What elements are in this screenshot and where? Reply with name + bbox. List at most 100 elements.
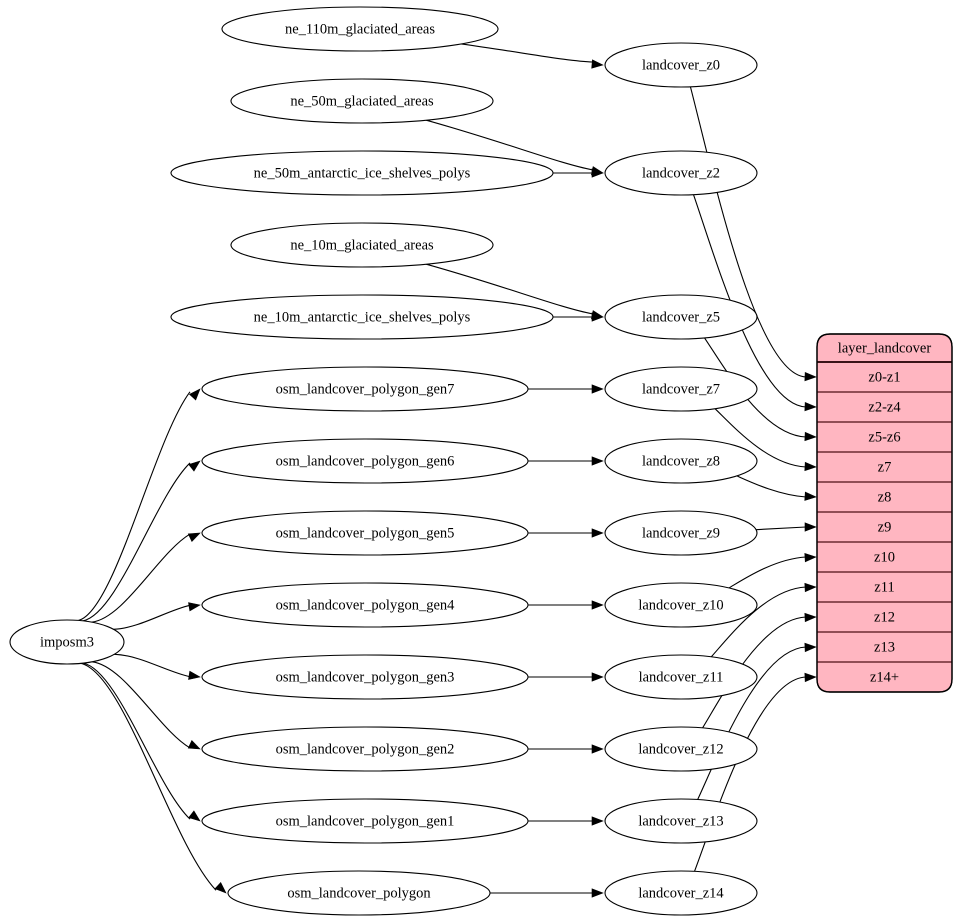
node-ne_110m_glaciated_areas[interactable]: ne_110m_glaciated_areas	[221, 6, 499, 52]
node-label-osm_landcover_polygon_gen4: osm_landcover_polygon_gen4	[276, 597, 456, 613]
node-ellipse-landcover_z11	[604, 654, 758, 700]
edge-imposm3-to-osm_landcover_polygon_gen6	[82, 462, 191, 622]
node-ellipse-ne_10m_antarctic_ice_shelves_polys	[170, 294, 554, 340]
layer-table-row-label-z14+: z14+	[870, 669, 899, 685]
node-layer: imposm3 ne_110m_glaciated_areas ne_50m_gla…	[9, 6, 758, 916]
layer-table-row-z8[interactable]: z8	[817, 482, 952, 512]
node-label-ne_50m_antarctic_ice_shelves_polys: ne_50m_antarctic_ice_shelves_polys	[254, 165, 471, 181]
node-label-landcover_z5: landcover_z5	[642, 309, 720, 325]
edge-landcover_z0-to-table-z0-z1-arrowhead	[804, 371, 817, 382]
node-label-landcover_z10: landcover_z10	[638, 597, 723, 613]
layer-table-row-z13[interactable]: z13	[817, 632, 952, 662]
layer-table-row-z10[interactable]: z10	[817, 542, 952, 572]
node-ellipse-osm_landcover_polygon_gen3	[201, 654, 529, 700]
edge-landcover_z12-to-table-z12	[702, 616, 807, 729]
edge-imposm3-to-osm_landcover_polygon_gen6-arrowhead	[188, 460, 201, 472]
node-ellipse-imposm3	[9, 619, 125, 665]
edge-landcover_z13-to-table-z13	[697, 646, 807, 800]
edge-imposm3-to-osm_landcover_polygon_gen1-arrowhead	[188, 810, 201, 822]
node-landcover_z13[interactable]: landcover_z13	[604, 798, 758, 844]
edge-landcover_z12-to-table-z12-arrowhead	[804, 612, 817, 623]
layer-table-row-label-z11: z11	[874, 579, 894, 595]
node-label-landcover_z12: landcover_z12	[638, 741, 723, 757]
edge-osm_landcover_polygon_gen3-to-landcover_z11-arrowhead	[591, 672, 604, 682]
edge-ne_110m_glaciated_areas-to-landcover_z0	[461, 43, 594, 63]
edge-landcover_z14-to-table-z14+-arrowhead	[804, 672, 817, 683]
node-landcover_z12[interactable]: landcover_z12	[604, 726, 758, 772]
layer-table-row-z0-z1[interactable]: z0-z1	[817, 362, 952, 392]
layer-table-row-label-z2-z4: z2-z4	[868, 399, 901, 415]
node-osm_landcover_polygon_gen5[interactable]: osm_landcover_polygon_gen5	[201, 510, 529, 556]
layer-table-outline	[816, 333, 953, 693]
node-label-ne_10m_glaciated_areas: ne_10m_glaciated_areas	[290, 237, 434, 253]
layer-table-row-z12[interactable]: z12	[817, 602, 952, 632]
node-osm_landcover_polygon_gen2[interactable]: osm_landcover_polygon_gen2	[201, 726, 529, 772]
layer-table-row-z9[interactable]: z9	[817, 512, 952, 542]
node-ne_10m_antarctic_ice_shelves_polys[interactable]: ne_10m_antarctic_ice_shelves_polys	[170, 294, 554, 340]
node-label-landcover_z0: landcover_z0	[642, 57, 720, 73]
layer-table-row-z7[interactable]: z7	[817, 452, 952, 482]
node-ne_50m_glaciated_areas[interactable]: ne_50m_glaciated_areas	[230, 78, 494, 124]
node-ellipse-osm_landcover_polygon_gen5	[201, 510, 529, 556]
edge-landcover_z5-to-table-z5-z6-arrowhead	[804, 431, 817, 442]
edge-osm_landcover_polygon-to-landcover_z14-arrowhead	[591, 888, 604, 898]
node-ellipse-landcover_z10	[604, 582, 758, 628]
node-landcover_z8[interactable]: landcover_z8	[604, 438, 758, 484]
node-ellipse-osm_landcover_polygon_gen4	[201, 582, 529, 628]
node-osm_landcover_polygon[interactable]: osm_landcover_polygon	[227, 870, 491, 916]
node-osm_landcover_polygon_gen7[interactable]: osm_landcover_polygon_gen7	[201, 366, 529, 412]
layer-table-row-label-z0-z1: z0-z1	[868, 369, 900, 385]
layer-table-row-label-z7: z7	[878, 459, 892, 475]
node-label-landcover_z8: landcover_z8	[642, 453, 720, 469]
node-label-osm_landcover_polygon_gen5: osm_landcover_polygon_gen5	[276, 525, 455, 541]
layer-table-row-z2-z4[interactable]: z2-z4	[817, 392, 952, 422]
edge-ne_10m_glaciated_areas-to-landcover_z5	[426, 263, 594, 315]
node-osm_landcover_polygon_gen1[interactable]: osm_landcover_polygon_gen1	[201, 798, 529, 844]
layer-table-row-z14+[interactable]: z14+	[817, 662, 952, 692]
node-ne_50m_antarctic_ice_shelves_polys[interactable]: ne_50m_antarctic_ice_shelves_polys	[170, 150, 554, 196]
node-ellipse-osm_landcover_polygon_gen7	[201, 366, 529, 412]
node-ellipse-landcover_z7	[604, 366, 758, 412]
node-ellipse-landcover_z13	[604, 798, 758, 844]
node-landcover_z5[interactable]: landcover_z5	[604, 294, 758, 340]
edge-landcover_z14-to-table-z14+	[694, 676, 807, 872]
node-ellipse-ne_110m_glaciated_areas	[221, 6, 499, 52]
node-ellipse-landcover_z12	[604, 726, 758, 772]
node-ne_10m_glaciated_areas[interactable]: ne_10m_glaciated_areas	[230, 222, 494, 268]
node-ellipse-landcover_z9	[604, 510, 758, 556]
node-landcover_z0[interactable]: landcover_z0	[604, 42, 758, 88]
node-landcover_z11[interactable]: landcover_z11	[604, 654, 758, 700]
edge-imposm3-to-osm_landcover_polygon_gen4-arrowhead	[188, 602, 201, 612]
layer-table-row-z11[interactable]: z11	[817, 572, 952, 602]
edge-ne_50m_antarctic_ice_shelves_polys-to-landcover_z2-arrowhead	[591, 168, 604, 178]
node-osm_landcover_polygon_gen4[interactable]: osm_landcover_polygon_gen4	[201, 582, 529, 628]
layer-table-row-z5-z6[interactable]: z5-z6	[817, 422, 952, 452]
node-osm_landcover_polygon_gen6[interactable]: osm_landcover_polygon_gen6	[201, 438, 529, 484]
edge-imposm3-to-osm_landcover_polygon_gen4	[113, 604, 191, 630]
layer-table-row-label-z10: z10	[874, 549, 895, 565]
node-landcover_z7[interactable]: landcover_z7	[604, 366, 758, 412]
edge-imposm3-to-osm_landcover_polygon_gen2-arrowhead	[187, 740, 201, 750]
node-label-osm_landcover_polygon_gen3: osm_landcover_polygon_gen3	[276, 669, 455, 685]
node-landcover_z10[interactable]: landcover_z10	[604, 582, 758, 628]
edge-landcover_z11-to-table-z11-arrowhead	[804, 582, 817, 593]
edge-osm_landcover_polygon_gen6-to-landcover_z8-arrowhead	[591, 456, 604, 466]
node-imposm3[interactable]: imposm3	[9, 619, 125, 665]
node-label-imposm3: imposm3	[40, 634, 94, 650]
edge-ne_10m_antarctic_ice_shelves_polys-to-landcover_z5-arrowhead	[591, 312, 604, 322]
node-osm_landcover_polygon_gen3[interactable]: osm_landcover_polygon_gen3	[201, 654, 529, 700]
edge-osm_landcover_polygon_gen7-to-landcover_z7-arrowhead	[591, 384, 604, 394]
node-landcover_z9[interactable]: landcover_z9	[604, 510, 758, 556]
edge-landcover_z7-to-table-z7	[714, 408, 807, 468]
edge-landcover_z10-to-table-z10	[728, 556, 807, 589]
node-ellipse-landcover_z8	[604, 438, 758, 484]
node-landcover_z2[interactable]: landcover_z2	[604, 150, 758, 196]
edge-ne_50m_glaciated_areas-to-landcover_z2	[426, 119, 594, 171]
node-label-landcover_z13: landcover_z13	[638, 813, 723, 829]
edge-imposm3-to-osm_landcover_polygon_gen3-arrowhead	[188, 670, 201, 680]
node-landcover_z14[interactable]: landcover_z14	[604, 870, 758, 916]
edge-imposm3-to-osm_landcover_polygon_gen7	[78, 391, 191, 621]
node-ellipse-landcover_z14	[604, 870, 758, 916]
node-ellipse-landcover_z0	[604, 42, 758, 88]
